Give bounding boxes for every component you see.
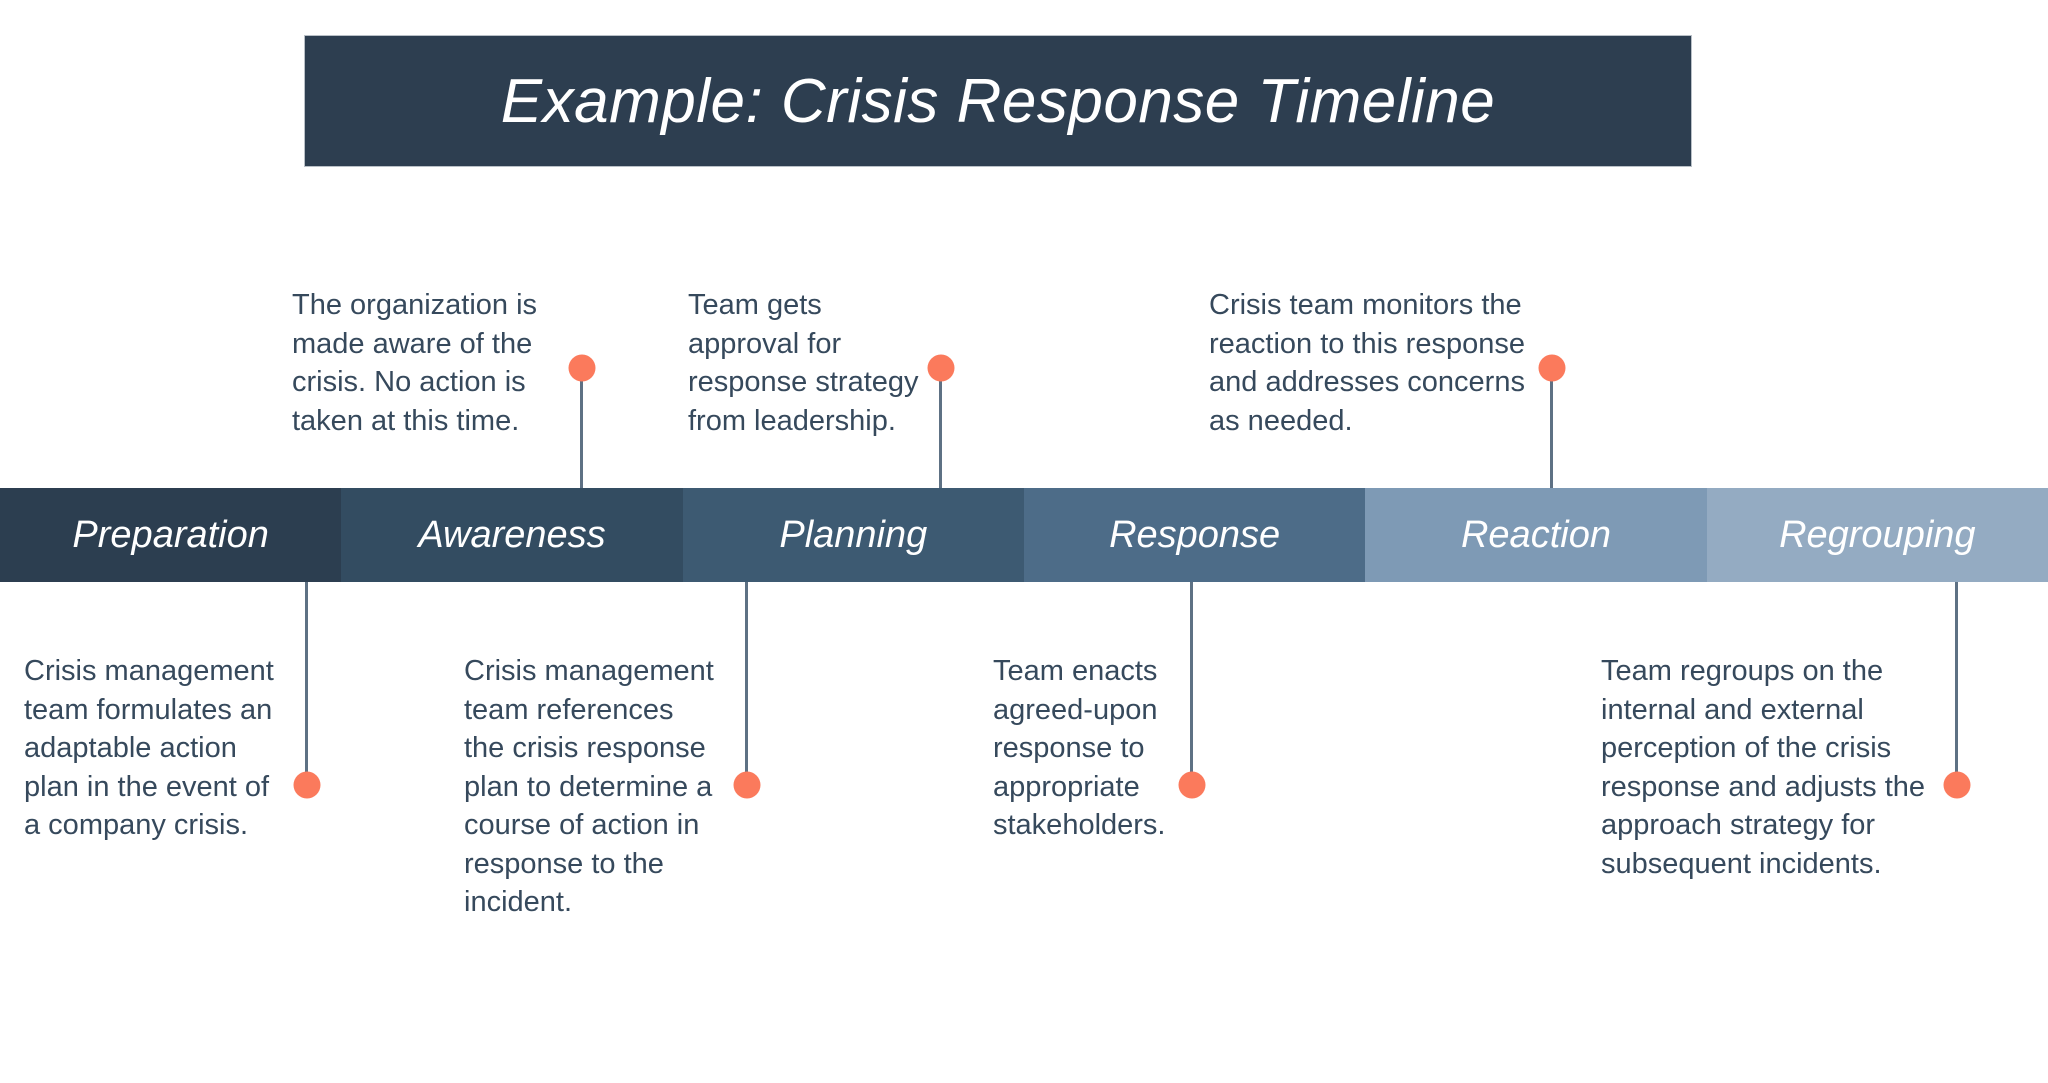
milestone-dot-above-reaction[interactable] [1538,354,1566,382]
timeline-segment-planning[interactable]: Planning [682,488,1024,582]
title-bar: Example: Crisis Response Timeline [305,36,1691,166]
annotation-above-reaction: Crisis team monitors the reaction to thi… [1209,289,1525,437]
annotation-above-planning: Team gets approval for response strategy… [688,289,919,437]
milestone-dot-above-planning[interactable] [927,354,955,382]
connector-above-reaction [1550,373,1553,490]
segment-label-preparation: Preparation [72,513,269,556]
milestone-dot-above-awareness[interactable] [568,354,596,382]
timeline-segment-response[interactable]: Response [1023,488,1366,582]
segment-label-awareness: Awareness [418,513,606,556]
milestone-dot-below-planning[interactable] [733,771,761,799]
page-title: Example: Crisis Response Timeline [500,66,1496,136]
milestone-dot-below-response[interactable] [1178,771,1206,799]
timeline-segment-regrouping[interactable]: Regrouping [1706,488,2048,582]
timeline-bar: Preparation Awareness Planning Response … [0,488,2048,582]
connector-below-preparation [305,582,308,785]
segment-label-response: Response [1109,513,1281,556]
connector-below-response [1190,582,1193,785]
annotation-below-regrouping: Team regroups on the internal and extern… [1601,655,1926,880]
segment-label-planning: Planning [779,513,928,556]
annotation-below-response: Team enacts agreed-upon response to appr… [993,655,1166,842]
milestone-dot-below-regrouping[interactable] [1943,771,1971,799]
connector-below-regrouping [1955,582,1958,785]
annotation-below-preparation: Crisis management team formulates an ada… [24,655,274,842]
segment-label-reaction: Reaction [1460,513,1611,556]
connector-above-planning [939,373,942,490]
timeline-segment-reaction[interactable]: Reaction [1365,488,1707,582]
timeline-segment-awareness[interactable]: Awareness [341,488,683,582]
timeline-segment-preparation[interactable]: Preparation [0,488,342,582]
segment-label-regrouping: Regrouping [1779,513,1976,556]
annotation-below-planning: Crisis management team references the cr… [464,655,714,919]
annotation-above-awareness: The organization is made aware of the cr… [292,289,538,437]
connector-above-awareness [580,373,583,490]
milestone-dot-below-preparation[interactable] [293,771,321,799]
connector-below-planning [745,582,748,785]
